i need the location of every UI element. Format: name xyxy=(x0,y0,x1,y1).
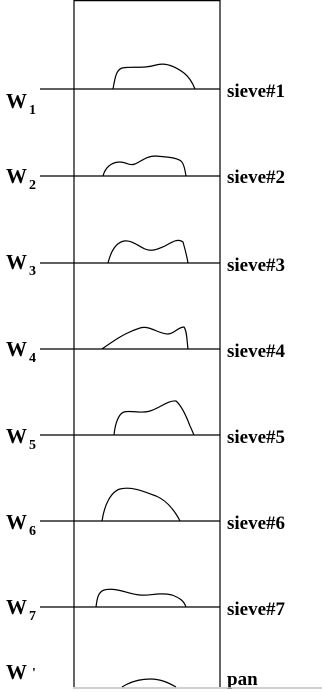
sieve-label-7: sieve#7 xyxy=(227,599,286,620)
material-pile-1 xyxy=(112,63,196,90)
material-pile-2 xyxy=(102,155,187,177)
pan-label: pan xyxy=(227,669,258,690)
sieve-label-5: sieve#5 xyxy=(227,427,285,448)
material-pile-3 xyxy=(107,239,189,264)
sieve-label-4: sieve#4 xyxy=(227,341,286,362)
material-pile-6 xyxy=(101,487,181,522)
w-label-pan: W' xyxy=(6,660,36,684)
sieve-label-3: sieve#3 xyxy=(227,255,285,276)
material-pile-7 xyxy=(95,588,187,608)
material-pile-pan xyxy=(121,678,177,688)
material-pile-5 xyxy=(113,400,195,436)
material-pile-4 xyxy=(101,326,189,350)
stage-pan: W' pan xyxy=(6,660,258,690)
sieve-label-1: sieve#1 xyxy=(227,81,285,102)
sieve-label-6: sieve#6 xyxy=(227,513,285,534)
sieve-label-2: sieve#2 xyxy=(227,167,285,188)
